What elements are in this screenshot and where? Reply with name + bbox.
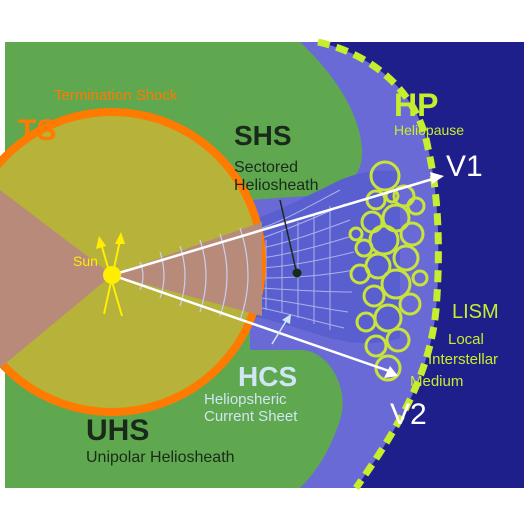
heliopause-boundary — [317, 38, 442, 491]
uhs-full-label: Unipolar Heliosheath — [86, 449, 235, 466]
hcs-pointer — [271, 317, 289, 345]
shs-pointer-dot — [292, 268, 302, 278]
lism-line2-label: Interstellar — [428, 351, 498, 368]
shs-line1-label: Sectored — [234, 159, 298, 176]
v1-trajectory — [111, 176, 437, 277]
hcs-abbr-label: HCS — [238, 361, 297, 392]
v1-arrowhead — [430, 172, 444, 184]
lism-abbr-label: LISM — [452, 301, 499, 323]
voyager-trajectories — [111, 176, 437, 374]
shs-pointer — [279, 199, 297, 271]
sectored-heliosheath-region — [248, 170, 400, 344]
hcs-line1-label: Heliopsheric — [204, 391, 287, 408]
sector-wedge — [0, 190, 112, 368]
v2-label: V2 — [390, 398, 427, 431]
v2-arrowhead — [384, 366, 398, 378]
hcs-line2-label: Current Sheet — [204, 408, 298, 425]
hp-full-label: Heliopause — [394, 122, 464, 138]
sun-icon — [103, 266, 121, 284]
sun-axis-arrowhead-1 — [115, 232, 125, 244]
sun-axis-arrowhead-2 — [96, 236, 106, 249]
hcs-pointer-arrowhead — [282, 314, 291, 324]
v2-trajectory — [111, 273, 393, 374]
sector-cone — [112, 222, 262, 316]
lism-line3-label: Medium — [410, 373, 463, 390]
hp-abbr-label: HP — [394, 87, 438, 123]
magnetic-bubbles — [348, 160, 429, 382]
shs-abbr-label: SHS — [234, 120, 292, 151]
sun-label: Sun — [73, 253, 98, 269]
uhs-abbr-label: UHS — [86, 414, 149, 447]
ts-abbr-label: TS — [18, 114, 56, 147]
shs-line2-label: Heliosheath — [234, 177, 319, 194]
v1-label: V1 — [446, 150, 483, 183]
ts-full-label: Termination Shock — [54, 87, 178, 104]
lism-line1-label: Local — [448, 331, 484, 348]
